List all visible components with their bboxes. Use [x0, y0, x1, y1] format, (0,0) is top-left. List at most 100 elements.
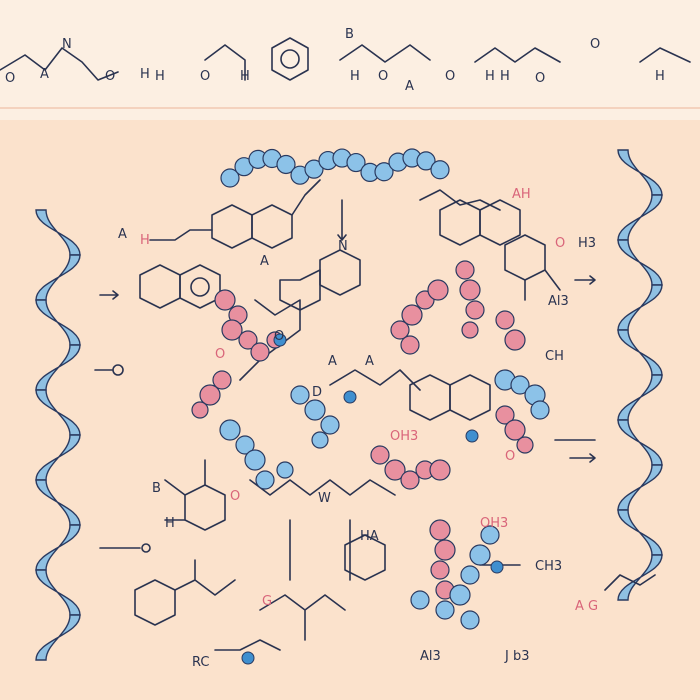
helix-segment: [617, 464, 663, 511]
atom-label-ch3-low: CH3: [535, 559, 562, 574]
atom-label-h-low: H: [165, 516, 175, 531]
atom-label-n-center: N: [338, 239, 348, 254]
residue-bead: [469, 544, 491, 566]
atom-label-o-low: O: [230, 489, 240, 504]
atom-label-o-mid: O: [274, 329, 284, 344]
helix-segment: [617, 329, 663, 376]
residue-bead: [434, 539, 456, 561]
residue-bead: [304, 159, 324, 179]
top-atom-label: B: [345, 27, 354, 42]
atom-label-w-mid: W: [318, 491, 331, 506]
residue-bead: [495, 310, 515, 330]
residue-bead: [429, 459, 451, 481]
helix-segment: [617, 419, 663, 466]
atom-label-ha-low: HA: [360, 529, 379, 544]
top-atom-label: O: [535, 71, 545, 86]
helix-segment: [35, 434, 81, 481]
residue-bead: [214, 289, 236, 311]
helix-segment: [35, 569, 81, 616]
top-atom-label: A: [40, 67, 49, 82]
helix-segment: [617, 509, 663, 556]
residue-bead: [460, 565, 480, 585]
atom-label-oh-right: AH: [512, 187, 531, 202]
residue-bead: [435, 600, 455, 620]
residue-bead: [495, 405, 515, 425]
residue-bead: [191, 401, 209, 419]
atom-label-g-low: G: [262, 594, 272, 609]
residue-bead: [480, 525, 500, 545]
atom-dot: [465, 429, 479, 443]
residue-bead: [427, 279, 449, 301]
residue-bead: [244, 449, 266, 471]
residue-bead: [390, 320, 410, 340]
atom-label-rc: RC: [192, 655, 209, 670]
atom-label-b-low: B: [152, 481, 161, 496]
residue-bead: [219, 419, 241, 441]
helix-segment: [35, 479, 81, 526]
atom-label-o-right: O: [555, 236, 565, 251]
atom-label-oh3-low: OH3: [480, 516, 508, 531]
residue-bead: [401, 304, 423, 326]
atom-label-a-mid1: A: [328, 354, 337, 369]
atom-label-h3-right: H3: [578, 236, 596, 251]
dna-helix-left: [35, 209, 81, 661]
top-atom-label: H: [655, 69, 665, 84]
atom-dot: [241, 651, 255, 665]
residue-bead: [410, 590, 430, 610]
molecule-structures: [134, 179, 656, 651]
residue-bead: [221, 319, 243, 341]
top-atom-label: N: [62, 37, 72, 52]
dna-helix-right: [617, 149, 663, 601]
helix-segment: [617, 194, 663, 241]
top-formula-row: [0, 37, 691, 81]
atom-label-jb3: J b3: [504, 649, 530, 664]
residue-bead: [250, 342, 270, 362]
residue-bead: [504, 419, 526, 441]
atom-label-ag-low: A G: [575, 599, 598, 614]
residue-bead: [461, 321, 479, 339]
helix-segment: [35, 299, 81, 346]
residue-bead: [504, 329, 526, 351]
residue-bead: [320, 415, 340, 435]
helix-segment: [617, 239, 663, 286]
atom-label-a-left: A: [118, 227, 127, 242]
residue-bead: [276, 461, 294, 479]
residue-bead: [416, 151, 436, 171]
residue-bead: [304, 399, 326, 421]
residue-bead: [290, 385, 310, 405]
atom-label-a-center: A: [260, 254, 269, 269]
residue-bead: [311, 431, 329, 449]
helix-segment: [617, 374, 663, 421]
top-atom-label: O: [105, 69, 115, 84]
atom-label-oh3-mid: OH3: [390, 429, 418, 444]
atom-label-d-mid: D: [312, 385, 322, 400]
atom-label-h-left: H: [140, 233, 150, 248]
residue-bead: [238, 330, 258, 350]
atom-label-alh-low: Al3: [420, 649, 441, 664]
atom-dot: [490, 560, 504, 574]
top-atom-label: H: [485, 69, 495, 84]
top-atom-label: H: [240, 69, 250, 84]
residue-bead: [199, 384, 221, 406]
helix-segment: [617, 284, 663, 331]
helix-segment: [35, 209, 81, 256]
helix-segment: [35, 344, 81, 391]
helix-segment: [35, 389, 81, 436]
top-atom-label: H: [500, 69, 510, 84]
arrows: [94, 199, 596, 553]
residue-bead: [220, 168, 240, 188]
top-atom-label: O: [590, 37, 600, 52]
top-band: [0, 0, 700, 120]
residue-bead: [384, 459, 406, 481]
helix-segment: [617, 554, 663, 601]
helix-segment: [35, 614, 81, 661]
helix-segment: [35, 524, 81, 571]
atom-label-o-pink: O: [505, 449, 515, 464]
residue-bead: [400, 335, 420, 355]
atom-label-o-mid2: O: [215, 347, 225, 362]
top-atom-label: H: [140, 67, 150, 82]
top-atom-label: O: [378, 69, 388, 84]
residue-bead: [255, 470, 275, 490]
top-atom-label: H: [350, 69, 360, 84]
